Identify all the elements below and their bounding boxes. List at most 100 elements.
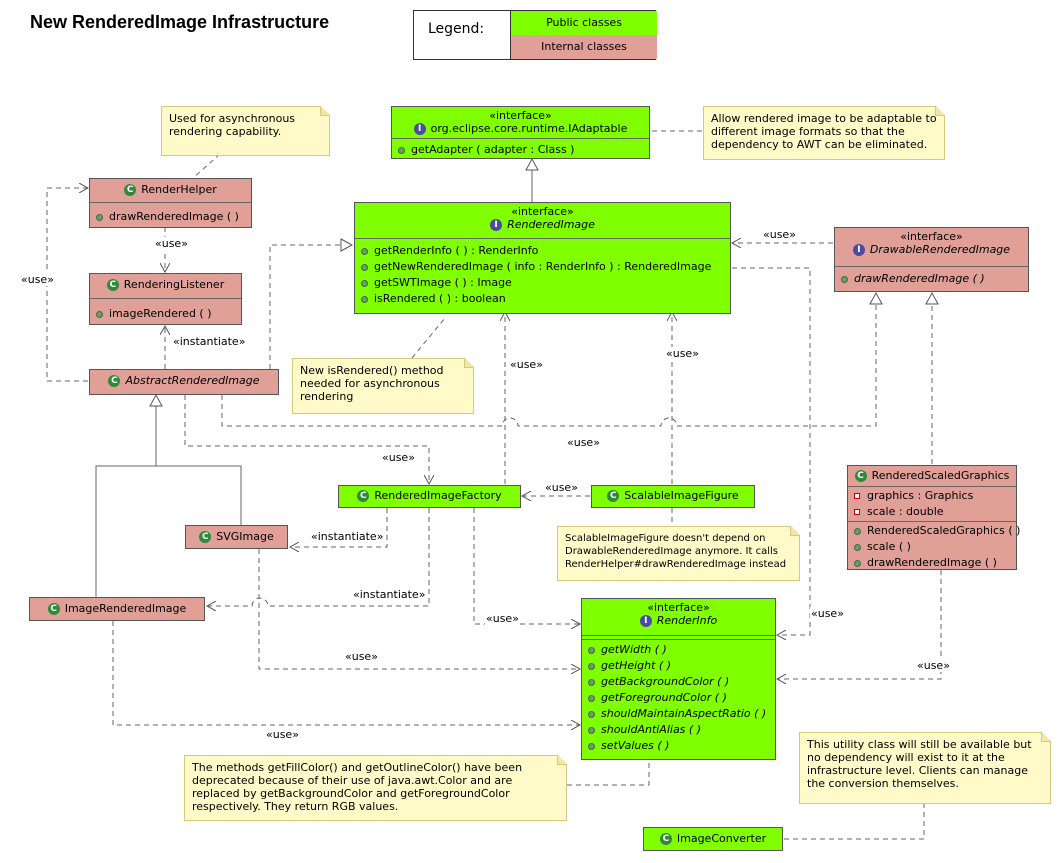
method-label: getRenderInfo ( ) : RenderInfo — [374, 244, 539, 257]
method-label: drawRenderedImage ( ) — [854, 272, 985, 285]
image-rendered-image-class[interactable]: C ImageRenderedImage — [29, 597, 205, 621]
public-method-icon — [96, 310, 103, 318]
label-instantiate-listener: «instantiate» — [172, 335, 247, 348]
svg-image-generalization — [156, 465, 242, 525]
note-isrendered-link — [411, 317, 446, 359]
legend-label: Legend: — [428, 21, 485, 37]
class-name: RenderedScaledGraphics — [871, 469, 1010, 482]
class-name: org.eclipse.core.runtime.IAdaptable — [430, 122, 628, 135]
note-deprecated-methods: The methods getFillColor() and getOutlin… — [184, 755, 567, 821]
public-method-icon — [841, 275, 848, 283]
method-label: shouldAntiAlias ( ) — [601, 723, 701, 736]
class-name: RenderHelper — [141, 183, 217, 196]
method-label: imageRendered ( ) — [109, 307, 212, 320]
class-icon: C — [124, 184, 137, 196]
public-method-icon — [854, 559, 861, 567]
svg-image-class[interactable]: C SVGImage — [185, 525, 288, 549]
public-method-icon — [588, 646, 595, 654]
method-label: getSWTImage ( ) : Image — [374, 276, 512, 289]
scaled-graphics-uses-render-info — [777, 570, 942, 679]
public-method-icon — [588, 678, 595, 686]
rendered-image-uses-render-info — [732, 267, 811, 635]
public-method-icon — [588, 710, 595, 718]
class-icon: C — [47, 603, 60, 615]
method-label: getHeight ( ) — [601, 659, 672, 672]
class-icon: C — [854, 470, 867, 482]
public-method-icon — [398, 146, 405, 154]
class-name: ImageRenderedImage — [64, 602, 187, 615]
public-method-icon — [588, 694, 595, 702]
note-scalable-image-figure: ScalableImageFigure doesn't depend on Dr… — [557, 526, 800, 581]
note-async-rendering: Used for asynchronous rendering capabili… — [161, 106, 330, 156]
rendering-listener-class[interactable]: C RenderingListener imageRendered ( ) — [89, 273, 242, 325]
method-label: RenderedScaledGraphics ( ) — [867, 524, 1021, 537]
label-use-factory-render-info: «use» — [485, 612, 520, 625]
image-rendered-image-generalization — [95, 393, 163, 597]
class-name: SVGImage — [216, 530, 274, 543]
label-use-abstract-drawable: «use» — [566, 436, 601, 449]
class-icon: C — [108, 375, 121, 387]
abstract-realizes-rendered-image — [269, 238, 354, 369]
label-use-scaled-render-info: «use» — [916, 659, 951, 672]
public-method-icon — [588, 742, 595, 750]
note-deprecated-link — [567, 760, 650, 786]
method-label: getWidth ( ) — [601, 643, 667, 656]
diagram-title: New RenderedImage Infrastructure — [30, 12, 330, 32]
note-async-link — [192, 153, 221, 179]
class-icon: C — [659, 833, 672, 845]
label-use-svg-render-info: «use» — [344, 650, 379, 663]
method-label: isRendered ( ) : boolean — [374, 292, 506, 305]
legend-public: Public classes — [510, 11, 657, 36]
class-name: AbstractRenderedImage — [125, 374, 260, 387]
method-label: scale ( ) — [867, 540, 911, 553]
class-name: RenderingListener — [123, 278, 225, 291]
stereotype-label: «interface» — [900, 230, 963, 243]
label-use-abstract-helper: «use» — [20, 273, 55, 286]
note-converter-link — [784, 804, 925, 840]
class-name: RenderInfo — [656, 614, 718, 627]
method-label: setValues ( ) — [601, 739, 670, 752]
stereotype-label: «interface» — [489, 109, 552, 122]
interface-icon: I — [490, 219, 503, 231]
legend-internal: Internal classes — [510, 35, 657, 59]
render-helper-class[interactable]: C RenderHelper drawRenderedImage ( ) — [89, 178, 252, 228]
class-icon: C — [106, 279, 119, 291]
method-label: getBackgroundColor ( ) — [601, 675, 730, 688]
label-use-helper-listener: «use» — [154, 237, 189, 250]
interface-icon: I — [852, 244, 865, 256]
label-use-rendered-image-render-info: «use» — [810, 607, 845, 620]
class-icon: C — [199, 531, 212, 543]
svg-uses-render-info — [258, 549, 580, 669]
private-field-icon — [854, 509, 860, 515]
interface-icon: I — [639, 615, 652, 627]
scalable-image-figure-class[interactable]: C ScalableImageFigure — [591, 485, 755, 508]
public-method-icon — [854, 543, 861, 551]
public-method-icon — [361, 295, 368, 303]
label-use-image-rendered-render-info: «use» — [265, 728, 300, 741]
public-method-icon — [361, 279, 368, 287]
class-icon: C — [607, 490, 620, 502]
method-label: drawRenderedImage ( ) — [109, 210, 239, 223]
method-label: getNewRenderedImage ( info : RenderInfo … — [374, 260, 712, 273]
abstract-rendered-image-class[interactable]: C AbstractRenderedImage — [89, 369, 279, 395]
interface-icon: I — [413, 123, 426, 135]
render-info-interface[interactable]: «interface» I RenderInfo getWidth ( ) get… — [581, 598, 776, 760]
label-use-scalable-factory: «use» — [544, 481, 579, 494]
legend: Legend: Public classes Internal classes — [413, 10, 657, 60]
stereotype-label: «interface» — [647, 601, 710, 614]
public-method-icon — [361, 263, 368, 271]
class-name: ScalableImageFigure — [624, 489, 739, 502]
class-icon: C — [357, 490, 370, 502]
label-instantiate-svg: «instantiate» — [310, 530, 385, 543]
label-use-drawable: «use» — [762, 228, 797, 241]
note-is-rendered: New isRendered() method needed for async… — [292, 358, 474, 414]
label-use-factory-rendered-image: «use» — [509, 358, 544, 371]
note-adaptable: Allow rendered image to be adaptable to … — [703, 106, 945, 160]
abstract-realizes-drawable — [221, 291, 883, 427]
